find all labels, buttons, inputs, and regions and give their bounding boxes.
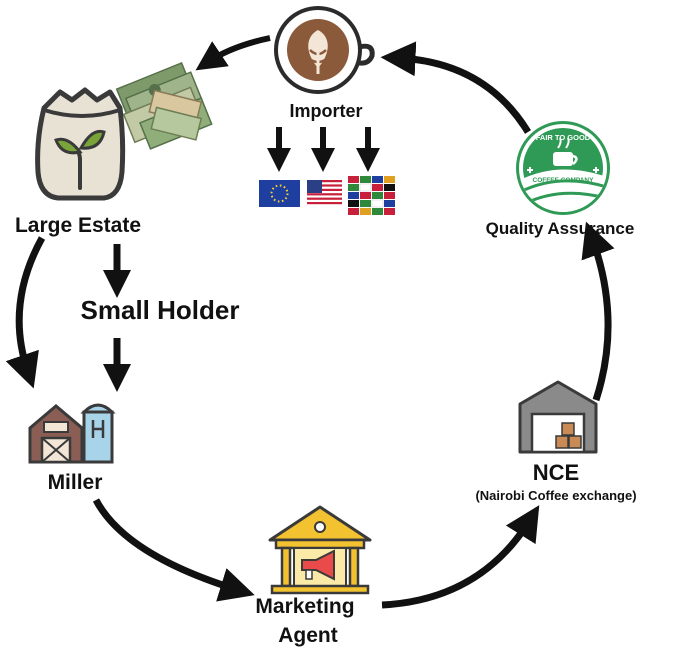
arrow-nce-to-quality (581, 221, 615, 402)
coffee-cup-latte-art-icon (274, 6, 375, 94)
seed-sack-icon (35, 87, 126, 201)
marketing-agent-label-line2: Agent (278, 624, 338, 647)
nce-sublabel: (Nairobi Coffee exchange) (475, 488, 636, 503)
barn-silo-icon (28, 403, 116, 464)
fair-to-good-logo: FAIR TO GOOD COFFEE COMPANY (516, 121, 610, 215)
eu-flag-icon (259, 180, 300, 207)
cash-pile-icon (115, 61, 213, 150)
megaphone-building-icon (268, 505, 372, 595)
logo-bottom-text: COFFEE COMPANY (533, 177, 595, 184)
large-estate-label: Large Estate (15, 214, 141, 237)
world-flags-icon (348, 176, 395, 215)
nce-label: NCE (533, 460, 579, 485)
arrow-quality-to-importer (380, 41, 531, 134)
small-holder-label: Small Holder (81, 295, 240, 325)
importer-label: Importer (289, 101, 362, 121)
quality-assurance-label: Quality Assurance (486, 219, 635, 238)
arrow-estate-to-miller (5, 236, 46, 389)
miller-label: Miller (48, 471, 103, 494)
arrow-miller-to-marketing (92, 498, 255, 602)
arrow-marketing-to-nce (381, 505, 540, 609)
arrow-importer-to-money (195, 35, 271, 71)
warehouse-icon (518, 380, 598, 454)
us-flag-icon (307, 180, 342, 207)
marketing-agent-label-line1: Marketing (255, 595, 354, 618)
logo-top-text: FAIR TO GOOD (536, 133, 591, 142)
